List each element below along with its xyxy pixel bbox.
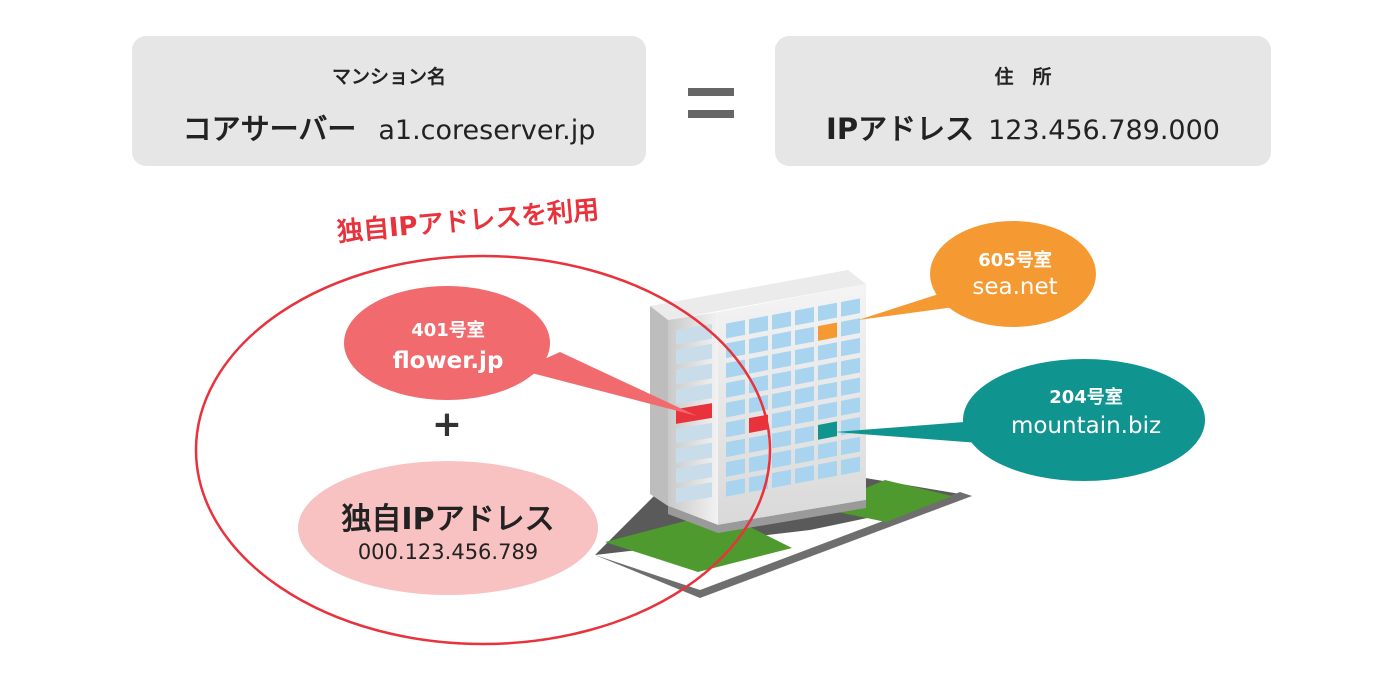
window xyxy=(676,482,712,503)
window xyxy=(772,430,791,449)
window xyxy=(841,397,860,416)
window xyxy=(726,458,745,477)
mansion-name-box: マンション名 コアサーバー a1.coreserver.jp xyxy=(132,36,646,166)
window xyxy=(795,366,814,385)
window xyxy=(676,324,712,345)
window xyxy=(795,346,814,365)
room-401-label: 401号室 flower.jp xyxy=(338,316,558,374)
window xyxy=(841,436,860,456)
window xyxy=(749,335,768,354)
window xyxy=(772,350,791,370)
window xyxy=(772,370,791,390)
dedicated-ip-label: 独自IPアドレス xyxy=(341,502,555,537)
window xyxy=(749,355,768,374)
lit-window xyxy=(818,322,837,341)
window xyxy=(749,473,768,493)
bubble-401 xyxy=(344,286,550,400)
window xyxy=(726,399,745,418)
window xyxy=(749,434,768,453)
window xyxy=(795,425,814,445)
window xyxy=(726,320,745,339)
window xyxy=(818,381,837,401)
equals-sign xyxy=(688,88,734,118)
bubble-605-tail xyxy=(858,292,962,320)
bubble-605 xyxy=(930,221,1096,327)
building-roof xyxy=(650,270,866,320)
window xyxy=(841,337,860,357)
server-name: コアサーバー xyxy=(182,112,357,146)
window xyxy=(676,383,712,405)
room-204-domain: mountain.biz xyxy=(1010,413,1162,439)
window xyxy=(676,343,712,365)
window xyxy=(841,456,860,475)
room-605-number: 605号室 xyxy=(978,250,1052,271)
window xyxy=(841,318,860,337)
window xyxy=(818,342,837,361)
address-box: 住 所 IPアドレス 123.456.789.000 xyxy=(775,36,1271,166)
window xyxy=(772,449,791,469)
plus-sign: + xyxy=(431,404,463,445)
window xyxy=(726,418,745,438)
room-605-domain: sea.net xyxy=(972,274,1058,300)
window xyxy=(818,362,837,381)
lit-window xyxy=(818,421,837,440)
bubble-204-tail xyxy=(835,420,992,444)
room-605-label: 605号室 sea.net xyxy=(920,246,1110,300)
window-grid xyxy=(676,298,860,503)
server-host: a1.coreserver.jp xyxy=(378,115,596,146)
window xyxy=(795,386,814,405)
window xyxy=(841,357,860,377)
window xyxy=(749,315,768,335)
room-204-number: 204号室 xyxy=(1049,387,1123,408)
window xyxy=(795,326,814,346)
window xyxy=(749,454,768,473)
ip-address-label: IPアドレス xyxy=(826,112,975,146)
mansion-name-caption: マンション名 xyxy=(331,66,446,88)
window xyxy=(726,379,745,398)
lit-window xyxy=(676,403,712,424)
window xyxy=(795,465,814,484)
window xyxy=(818,401,837,420)
dedicated-ip-address: 000.123.456.789 xyxy=(357,540,539,564)
window xyxy=(795,405,814,425)
window xyxy=(676,442,712,464)
mansion-name-row: コアサーバー a1.coreserver.jp xyxy=(132,106,646,148)
window xyxy=(726,438,745,458)
window xyxy=(676,462,712,484)
window xyxy=(772,331,791,350)
lit-window xyxy=(749,414,768,433)
dedicated-ip-bubble xyxy=(298,461,598,595)
address-caption: 住 所 xyxy=(994,66,1052,88)
room-204-label: 204号室 mountain.biz xyxy=(966,383,1206,439)
window xyxy=(772,469,791,488)
window xyxy=(749,375,768,394)
window xyxy=(818,441,837,460)
bubble-204 xyxy=(963,359,1205,481)
ip-address-value: 123.456.789.000 xyxy=(988,115,1220,146)
window xyxy=(841,377,860,396)
window xyxy=(795,307,814,326)
bubble-401-tail xyxy=(520,352,697,416)
window xyxy=(726,478,745,497)
window xyxy=(795,445,814,464)
room-401-domain: flower.jp xyxy=(392,348,504,374)
window xyxy=(818,302,837,322)
window xyxy=(772,390,791,409)
dedicated-ip-circle xyxy=(194,254,772,646)
room-401-number: 401号室 xyxy=(411,320,485,341)
address-row: IPアドレス 123.456.789.000 xyxy=(775,106,1271,148)
window xyxy=(676,363,712,385)
window xyxy=(772,311,791,330)
window xyxy=(772,410,791,429)
grass-right xyxy=(818,480,952,522)
window xyxy=(841,298,860,317)
window xyxy=(676,422,712,444)
window xyxy=(818,460,837,480)
